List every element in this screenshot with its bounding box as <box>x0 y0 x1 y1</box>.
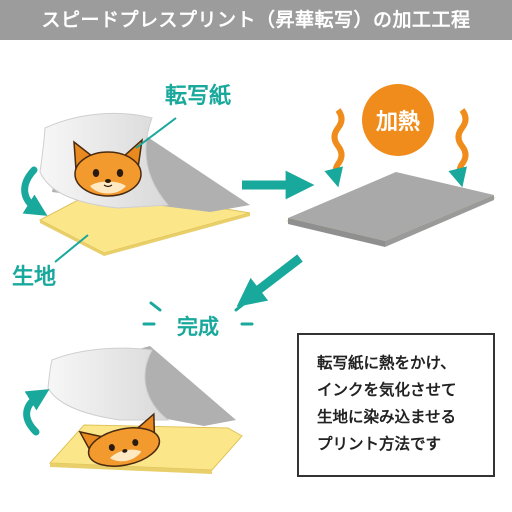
curved-arrow-icon <box>21 166 48 216</box>
page-title: スピードプレスプリント（昇華転写）の加工工程 <box>0 0 512 40</box>
description-line: プリント方法です <box>317 435 442 453</box>
description-line: 生地に染み込ませる <box>317 408 457 426</box>
heat-badge <box>362 84 434 156</box>
step3-paper-front <box>47 347 170 421</box>
step3-group: 完成 <box>23 301 254 474</box>
sparkle-icon <box>142 301 254 326</box>
description-box: 転写紙に熱をかけ、 インクを気化させて 生地に染み込ませる プリント方法です <box>297 333 495 477</box>
down-left-arrow-icon <box>236 254 303 307</box>
label-complete: 完成 <box>177 315 219 339</box>
leader-line-fabric <box>54 234 89 263</box>
heat-wave-icon <box>324 108 345 188</box>
description-line: インクを気化させて <box>317 381 457 399</box>
step2-press-stack <box>288 172 494 241</box>
label-transfer-paper: 転写紙 <box>165 83 231 109</box>
step2-group: 加熱 <box>286 84 496 247</box>
description-line: 転写紙に熱をかけ、 <box>317 354 456 372</box>
step1-group: 転写紙 生地 <box>12 83 251 290</box>
leader-line-paper <box>135 117 177 149</box>
curved-arrow-up-icon <box>23 389 50 436</box>
label-heat: 加熱 <box>375 109 420 135</box>
label-fabric: 生地 <box>12 265 56 290</box>
fox-printed-icon <box>78 412 161 467</box>
heat-wave-icon-right <box>448 108 469 188</box>
